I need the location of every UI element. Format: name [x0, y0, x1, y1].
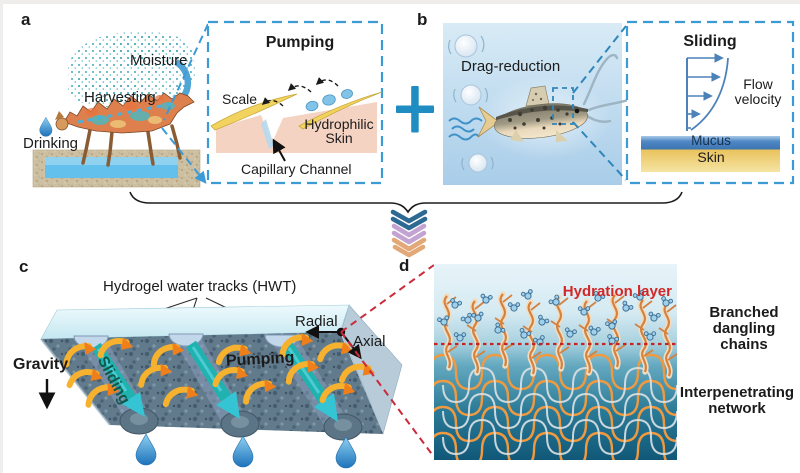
drag-reduction-label: Drag-reduction — [461, 58, 561, 75]
scale-left-icon — [210, 93, 298, 131]
pumping-inset-title: Pumping — [265, 34, 335, 51]
merge-section — [129, 191, 683, 258]
drinking-label: Drinking — [23, 135, 79, 152]
branched-line2: dangling chains — [712, 320, 776, 353]
scale-right-icon — [298, 91, 383, 130]
branched-chains-label: Branched dangling chains — [688, 305, 800, 353]
hydrophilic-skin-block — [216, 102, 377, 153]
gravity-label: Gravity — [13, 356, 69, 373]
flow-velocity-label: Flow velocity — [729, 77, 787, 107]
hydrophilic-skin-label: Hydrophilic Skin — [297, 117, 381, 145]
interpenetrating-network-label: Interpenetrating network — [674, 385, 800, 417]
skin-label: Skin — [697, 149, 725, 165]
panel-d-illustration — [434, 264, 690, 460]
hydration-layer-label: Hydration layer — [562, 283, 672, 300]
scale-droplets — [305, 89, 353, 112]
interpenetrating-network — [434, 353, 677, 460]
channel-outlets — [119, 407, 363, 441]
capillary-channel-label: Capillary Channel — [241, 161, 352, 177]
plus-icon — [396, 86, 434, 133]
mucus-label: Mucus — [691, 133, 731, 148]
panel-a-label: a — [21, 10, 31, 29]
hwt-title: Hydrogel water tracks (HWT) — [103, 278, 297, 295]
pumping-inset-box — [206, 20, 384, 185]
callout-lines-d — [340, 264, 435, 458]
water-tray — [32, 149, 201, 188]
falling-droplets — [135, 433, 357, 469]
panel-b-illustration — [443, 23, 638, 185]
flow-line1: Flow — [743, 76, 773, 92]
panel-c-illustration — [38, 264, 435, 469]
radial-label: Radial — [295, 313, 338, 330]
velocity-profile — [686, 53, 729, 131]
merge-chevrons-icon — [390, 209, 428, 258]
harvesting-label: Harvesting — [84, 89, 156, 106]
panel-b-label: b — [417, 10, 428, 29]
page-edge-top — [0, 0, 800, 4]
fish-head-callout-box — [552, 87, 574, 125]
hydrophilic-line2: Skin — [325, 130, 353, 146]
panel-a-illustration — [32, 23, 209, 188]
mucus-bar — [641, 136, 780, 150]
callout-lines-a — [161, 23, 209, 184]
network-line1: Interpenetrating — [679, 384, 795, 401]
network-line2: network — [708, 400, 766, 417]
loach-fish — [477, 53, 638, 142]
axial-label: Axial — [353, 333, 386, 350]
pumping-flow-label: Pumping — [225, 349, 295, 370]
flow-line2: velocity — [734, 91, 782, 107]
sliding-inset-box — [625, 20, 795, 185]
skin-bar — [641, 149, 780, 172]
page-edge-left — [0, 0, 3, 473]
sliding-inset-title: Sliding — [683, 33, 737, 50]
flow-waves — [448, 117, 483, 141]
merge-brace — [129, 191, 683, 214]
panel-d-label: d — [399, 256, 410, 275]
scale-label: Scale — [222, 91, 258, 107]
panel-c-label: c — [19, 257, 29, 276]
capillary-pointer-arrow — [272, 138, 286, 162]
thorny-devil-lizard — [55, 92, 195, 167]
moisture-cloud — [68, 32, 196, 108]
drinking-drop-icon — [39, 116, 53, 137]
hydrophilic-line1: Hydrophilic — [304, 116, 374, 132]
water-hop-arrows — [261, 77, 339, 107]
moisture-label: Moisture — [130, 52, 188, 69]
capillary-channel-water — [261, 119, 274, 149]
bubbles — [448, 34, 494, 173]
branched-line1: Branched — [709, 304, 779, 321]
callout-lines-b — [572, 25, 627, 181]
